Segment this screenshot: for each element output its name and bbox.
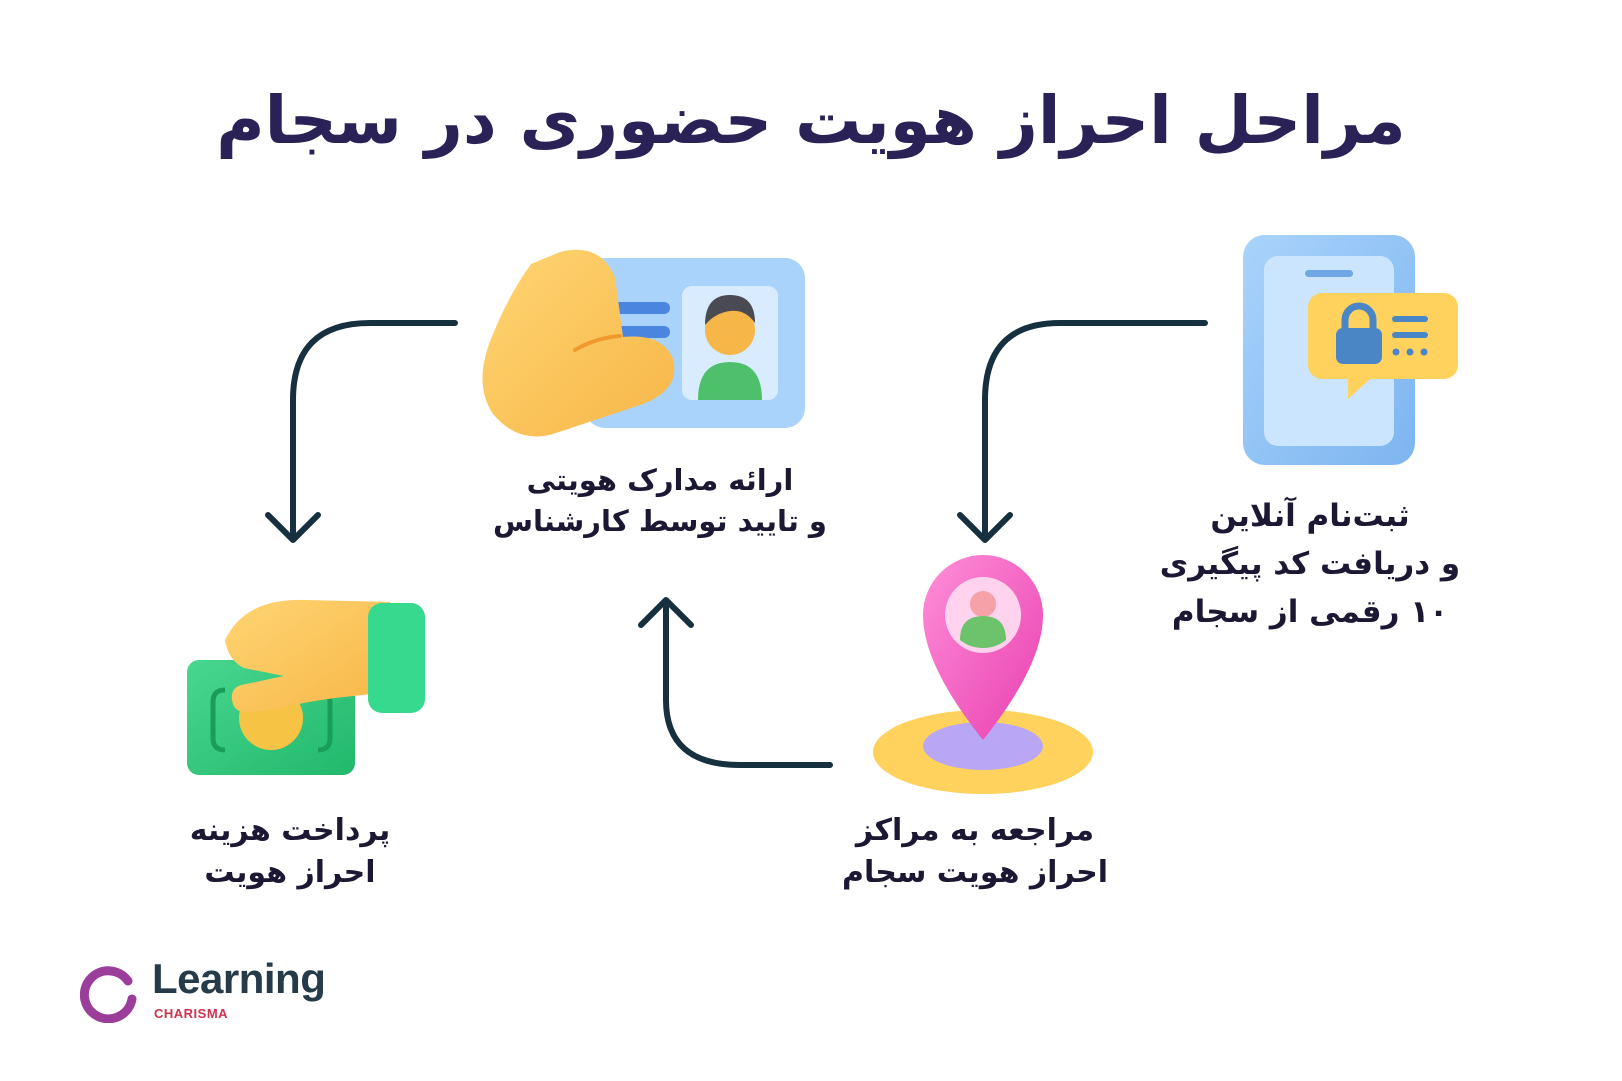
brand-logo[interactable]: Learning CHARISMA [80,955,380,1035]
id-card-hand-icon [482,249,805,437]
step-3-line-1: مراجعه به مراکز [855,813,1095,848]
step-2-line-2: و تایید توسط کارشناس [493,503,827,538]
money-hand-icon [187,599,425,775]
arrow-step1-to-step3 [957,320,1208,543]
step-4-caption: پرداخت هزینه احراز هویت [145,810,435,894]
logo-subtitle: CHARISMA [154,1006,229,1021]
step-1-line-2: و دریافت کد پیگیری [1159,546,1461,583]
step-4-line-2: احراز هویت [204,855,376,890]
step-2-caption: ارائه مدارک هویتی و تایید توسط کارشناس [470,460,850,541]
step-3-caption: مراجعه به مراکز احراز هویت سجام [825,810,1125,894]
phone-lock-icon [1243,235,1458,465]
step-1-line-1: ثبت‌نام آنلاین [1210,498,1410,534]
location-pin-icon [873,555,1093,794]
logo-ring-icon [80,966,137,1023]
step-1-line-3: ۱۰ رقمی از سجام [1171,594,1449,631]
logo-wordmark: Learning [152,955,326,1002]
arrow-step2-to-step4 [265,320,458,543]
arrow-step3-to-step2 [638,597,833,768]
page-title: مراحل احراز هویت حضوری در سجام [216,82,1407,159]
step-3-line-2: احراز هویت سجام [841,855,1108,890]
step-4-line-1: پرداخت هزینه [189,813,391,848]
step-2-line-1: ارائه مدارک هویتی [526,463,794,497]
step-1-caption: ثبت‌نام آنلاین و دریافت کد پیگیری ۱۰ رقم… [1140,492,1480,636]
